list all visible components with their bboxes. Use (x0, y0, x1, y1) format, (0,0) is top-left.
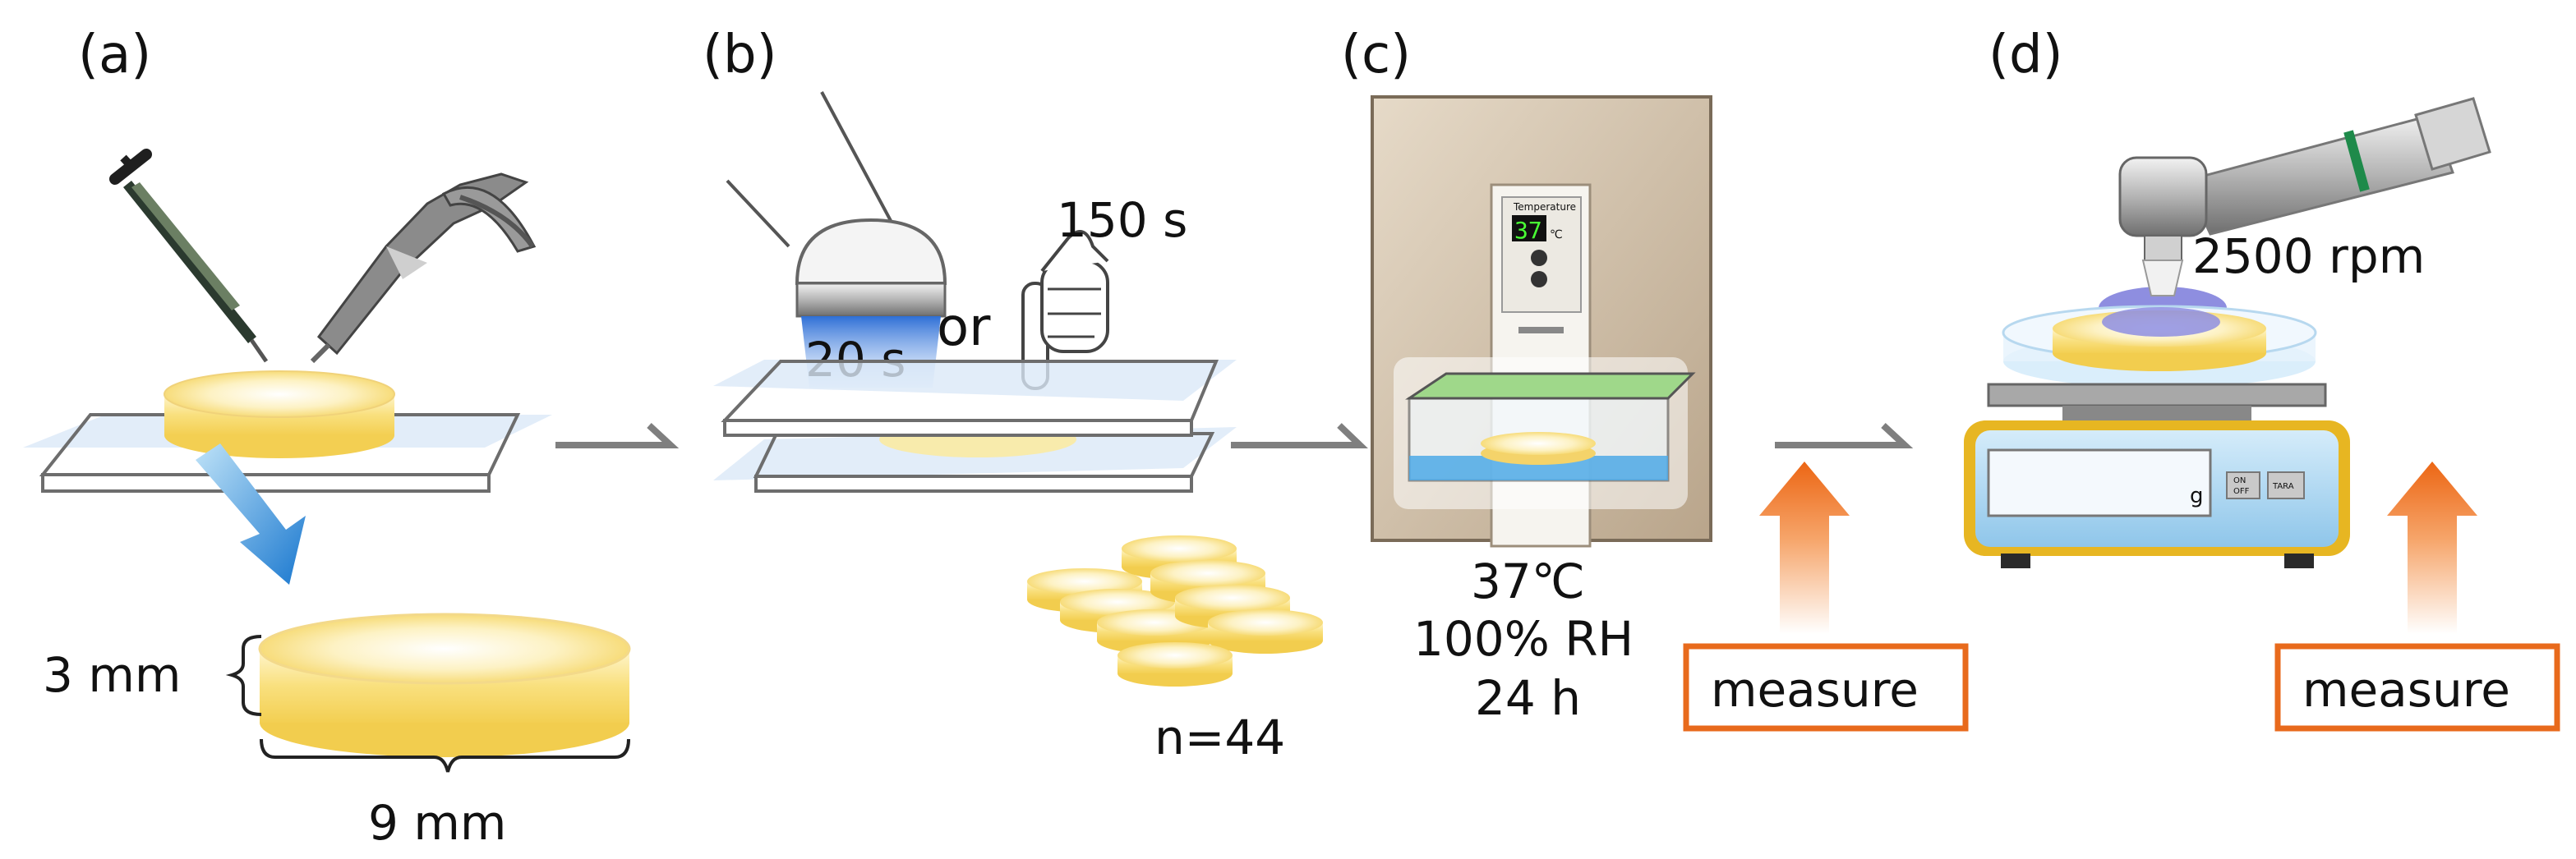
temperature-display-value: 37 (1514, 217, 1542, 244)
thickness-label: 3 mm (43, 647, 181, 703)
diameter-brace (260, 738, 630, 773)
curing-light-icon (726, 91, 947, 388)
condition-temperature: 37℃ (1471, 554, 1585, 609)
syringe-icon (109, 149, 269, 363)
balance: g ON OFF TARA (1964, 383, 2350, 568)
scale-display (1987, 448, 2212, 517)
incubator-knob-1[interactable] (1531, 250, 1547, 266)
glass-slides (713, 360, 1237, 493)
step-arrow-cd (1775, 423, 1914, 448)
step-arrow-bc (1231, 423, 1368, 448)
measure-arrow-2 (2387, 462, 2477, 634)
measure-box-2: measure (2274, 643, 2560, 732)
or-label: or (937, 297, 991, 358)
condition-duration: 24 h (1475, 670, 1581, 726)
measure-box-1: measure (1683, 643, 1969, 732)
measure-arrow-1 (1759, 462, 1850, 634)
panel-a: (a) (23, 25, 631, 851)
step-arrow-ab (555, 423, 680, 448)
specimen-stack (1027, 535, 1323, 687)
tara-button[interactable] (2267, 471, 2305, 499)
onoff-button-label-off: OFF (2233, 487, 2250, 496)
dish-with-specimen (2002, 305, 2317, 388)
manual-time-label: 150 s (1057, 192, 1187, 248)
panel-d: (d) 2500 rpm g (1964, 25, 2491, 568)
panel-label-d: (d) (1988, 25, 2063, 85)
rotation-speed-label: 2500 rpm (2192, 228, 2425, 284)
panel-c: (c) Temperature 37 ℃ 37℃ 100% RH 24 h (1341, 25, 1712, 726)
measure-label-2: measure (2302, 662, 2510, 718)
diameter-label: 9 mm (368, 795, 506, 851)
applicator-gun-icon (310, 172, 537, 364)
onoff-button[interactable] (2226, 471, 2260, 499)
sample-count-label: n=44 (1154, 710, 1285, 765)
handpiece-icon (2099, 97, 2491, 329)
panel-label-b: (b) (703, 25, 777, 85)
panel-label-a: (a) (78, 25, 151, 85)
measure-label-1: measure (1711, 662, 1919, 718)
incubator: Temperature 37 ℃ (1371, 95, 1712, 548)
temperature-display (1512, 215, 1546, 241)
incubator-knob-2[interactable] (1531, 271, 1547, 287)
display-title: Temperature (1513, 201, 1576, 213)
temperature-display-unit: ℃ (1550, 228, 1563, 241)
zoom-arrow (196, 443, 306, 585)
panel-label-c: (c) (1341, 25, 1411, 85)
specimen-disc (164, 370, 395, 458)
tara-button-label: TARA (2272, 482, 2294, 491)
specimen-enlarged (258, 613, 631, 757)
thickness-brace (225, 635, 262, 716)
scale-unit: g (2190, 484, 2204, 508)
onoff-button-label-on: ON (2233, 476, 2246, 485)
panel-b: (b) 20 s or 150 s (703, 25, 1323, 765)
condition-humidity: 100% RH (1413, 611, 1634, 667)
